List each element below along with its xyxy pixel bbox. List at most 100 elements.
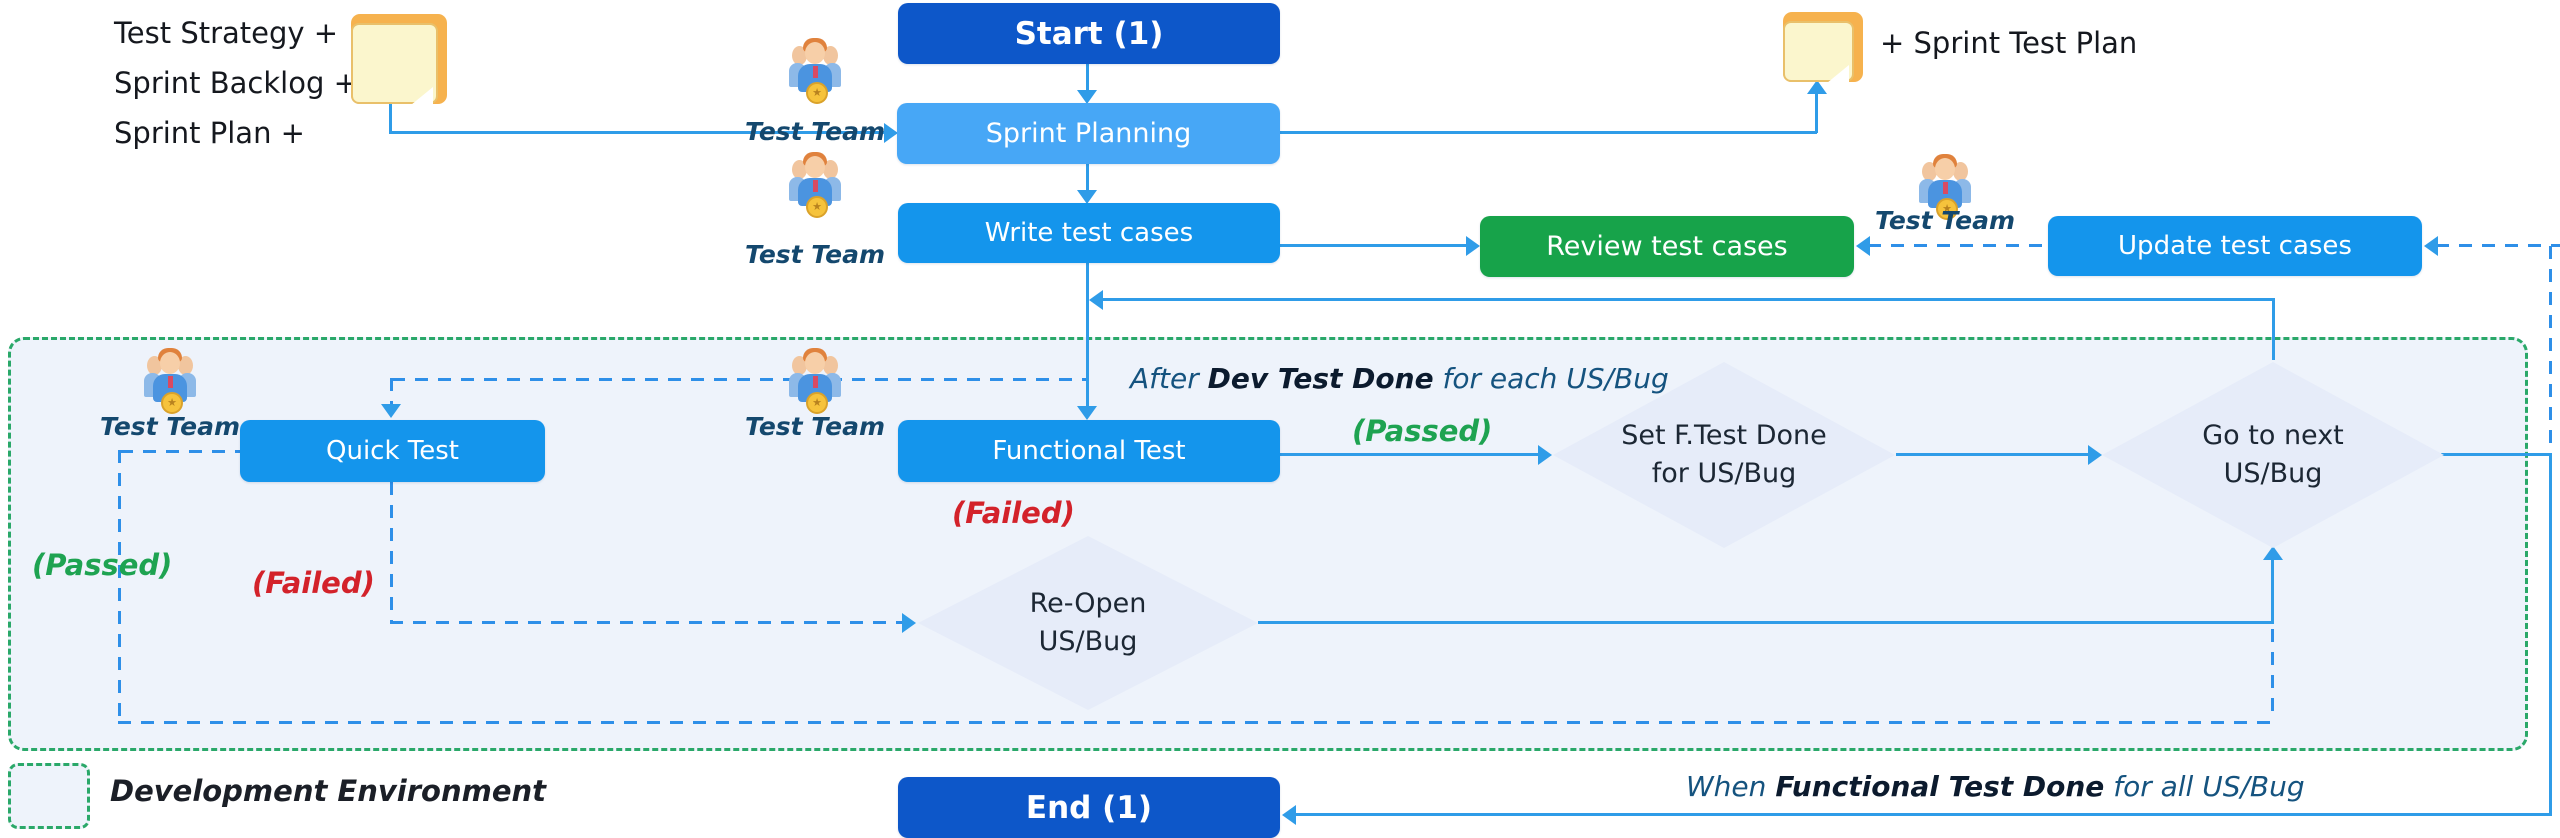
dashed-after-line [392,378,1086,381]
medal-star-icon: ★ [806,392,828,414]
artifact-sprint-backlog: Sprint Backlog + [114,66,358,100]
artifact-sprint-plan: Sprint Plan + [114,116,305,150]
test-team-label: Test Team [744,117,886,146]
connector-up-to-note [1815,92,1818,133]
dashed-passed-down [118,450,121,723]
arrowhead-right-icon [1466,236,1480,256]
arrowhead-down-icon [1077,90,1097,104]
connector-functional-to-set [1280,453,1538,456]
note-paper [351,23,438,104]
dashed-edge-vertical [2549,246,2552,453]
test-team-icon: ★ [789,346,841,414]
medal-star-icon: ★ [161,392,183,414]
connector-note-down [389,104,392,133]
medal-star-icon: ★ [806,196,828,218]
arrowhead-down-icon [1077,190,1097,204]
test-team-label: Test Team [744,412,886,441]
test-team-icon: ★ [1919,152,1971,220]
node-quick-test-label: Quick Test [326,436,459,466]
dashed-failed-down [390,482,393,621]
go-to-next-line2: US/Bug [2223,458,2323,489]
connector-edge-down [2549,455,2552,815]
set-ftest-line1: Set F.Test Done [1621,420,1827,451]
node-start: Start (1) [898,3,1280,64]
failed-label: (Failed) [952,496,1075,530]
node-write-test-cases-label: Write test cases [984,218,1194,248]
legend-region-swatch [8,763,90,829]
node-functional-test: Functional Test [898,420,1280,482]
node-update-test-cases-label: Update test cases [2118,231,2352,261]
dashed-edge-to-update [2436,244,2560,247]
node-sprint-planning-label: Sprint Planning [985,118,1192,149]
development-environment-region [8,337,2528,751]
connector-next-loop-up [2272,298,2275,360]
arrowhead-down-icon [381,404,401,418]
node-write-test-cases: Write test cases [898,203,1280,263]
node-review-test-cases: Review test cases [1480,216,1854,277]
dashed-failed-to-reopen [390,621,902,624]
dashed-bottom-loop [118,721,2273,724]
arrowhead-left-icon [1282,805,1296,825]
test-team-icon: ★ [789,150,841,218]
go-to-next-line1: Go to next [2202,420,2344,451]
test-team-label: Test Team [99,412,241,441]
arrowhead-right-icon [2088,445,2102,465]
medal-star-icon: ★ [806,82,828,104]
dashed-quick-out [120,450,240,453]
node-start-label: Start (1) [1014,15,1164,52]
after-bold: Dev Test Done [1207,362,1434,395]
connector-sprint-to-write [1086,164,1089,192]
note-icon [351,14,447,105]
note-paper [1783,21,1854,82]
arrowhead-left-icon [2424,236,2438,256]
input-artifacts-list: Test Strategy + Sprint Backlog + Sprint … [114,8,358,158]
arrowhead-up-icon [1807,80,1827,94]
reopen-line2: US/Bug [1038,626,1138,657]
when-post: for all US/Bug [2104,770,2305,803]
medal-star-icon: ★ [1936,198,1958,220]
dashed-update-to-review [1868,244,2046,247]
arrowhead-left-icon [1089,290,1103,310]
node-functional-test-label: Functional Test [992,436,1186,466]
connector-up-to-next [2271,558,2274,624]
connector-write-to-functional [1086,263,1089,409]
after-pre: After [1130,362,1208,395]
when-pre: When [1686,770,1776,803]
arrowhead-left-icon [1856,236,1870,256]
node-end: End (1) [898,777,1280,838]
failed-label: (Failed) [252,566,375,600]
arrowhead-right-icon [1538,445,1552,465]
dashed-loop-up [2271,629,2274,721]
reopen-line1: Re-Open [1029,588,1147,619]
set-ftest-line2: for US/Bug [1651,458,1797,489]
dashed-down-to-quick [390,378,393,406]
test-team-icon: ★ [144,346,196,414]
connector-next-to-edge [2441,453,2552,456]
arrowhead-down-icon [1077,406,1097,420]
legend-label: Development Environment [110,774,546,808]
node-reopen-label: Re-Open US/Bug [918,536,1258,710]
connector-sprint-to-note [1280,131,1817,134]
passed-label: (Passed) [1352,414,1493,448]
connector-next-loop-top [1098,298,2275,301]
node-review-test-cases-label: Review test cases [1546,231,1788,262]
arrowhead-up-icon [2263,546,2283,560]
connector-reopen-right [1258,621,2274,624]
test-team-label: Test Team [744,240,886,269]
connector-note-to-sprint [389,131,885,134]
node-sprint-planning: Sprint Planning [897,103,1280,164]
node-update-test-cases: Update test cases [2048,216,2422,276]
connector-set-to-next [1896,453,2089,456]
connector-start-to-sprint [1086,64,1089,92]
connector-to-end [1294,813,2552,816]
node-go-to-next-label: Go to next US/Bug [2102,362,2444,548]
after-post: for each US/Bug [1433,362,1669,395]
artifact-sprint-test-plan: + Sprint Test Plan [1880,26,2138,60]
node-set-ftest-done-label: Set F.Test Done for US/Bug [1553,362,1895,548]
connector-write-to-review [1280,244,1466,247]
test-team-icon: ★ [789,36,841,104]
when-bold: Functional Test Done [1775,770,2105,803]
artifact-test-strategy: Test Strategy + [114,16,339,50]
test-team-label: Test Team [1874,206,2016,235]
